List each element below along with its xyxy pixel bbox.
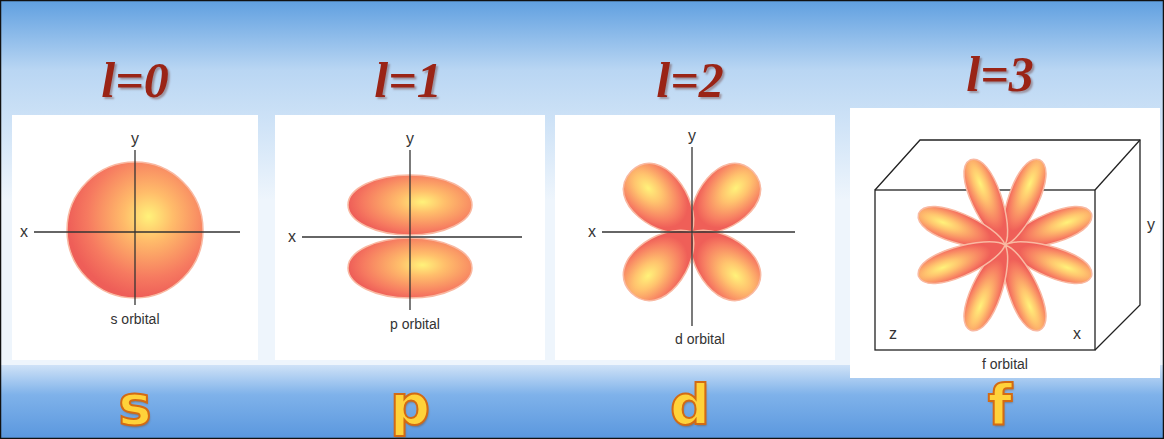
axis-label: z [889,325,897,343]
axis-label: x [1073,325,1081,343]
axis-label: y [1147,216,1155,234]
orbital-caption: d orbital [675,332,725,347]
orbital-caption: f orbital [982,357,1028,372]
orbital-letter: f [988,374,1012,436]
axis-label: x [20,223,28,241]
orbital-letter: s [118,374,151,436]
quantum-number-heading: l=0 [101,53,168,108]
orbital-letter: d [670,374,710,436]
quantum-number-heading: l=1 [374,53,441,108]
axis-label: y [688,127,696,145]
axis-label: x [288,228,296,246]
orbital-letter: p [390,374,430,436]
orbital-caption: p orbital [390,317,440,332]
axis-label: y [131,130,139,148]
orbital-panel: l=1yxp orbital [275,115,545,360]
orbital-panel: l=2yxd orbital [555,115,835,360]
quantum-number-heading: l=3 [966,47,1033,102]
axis-label: x [588,223,596,241]
axis-label: y [406,130,414,148]
quantum-number-heading: l=2 [656,53,723,108]
orbital-panel: l=3zyxf orbital [850,108,1160,378]
orbital-caption: s orbital [110,312,159,327]
orbital-panel: l=0yxs orbital [12,115,258,360]
